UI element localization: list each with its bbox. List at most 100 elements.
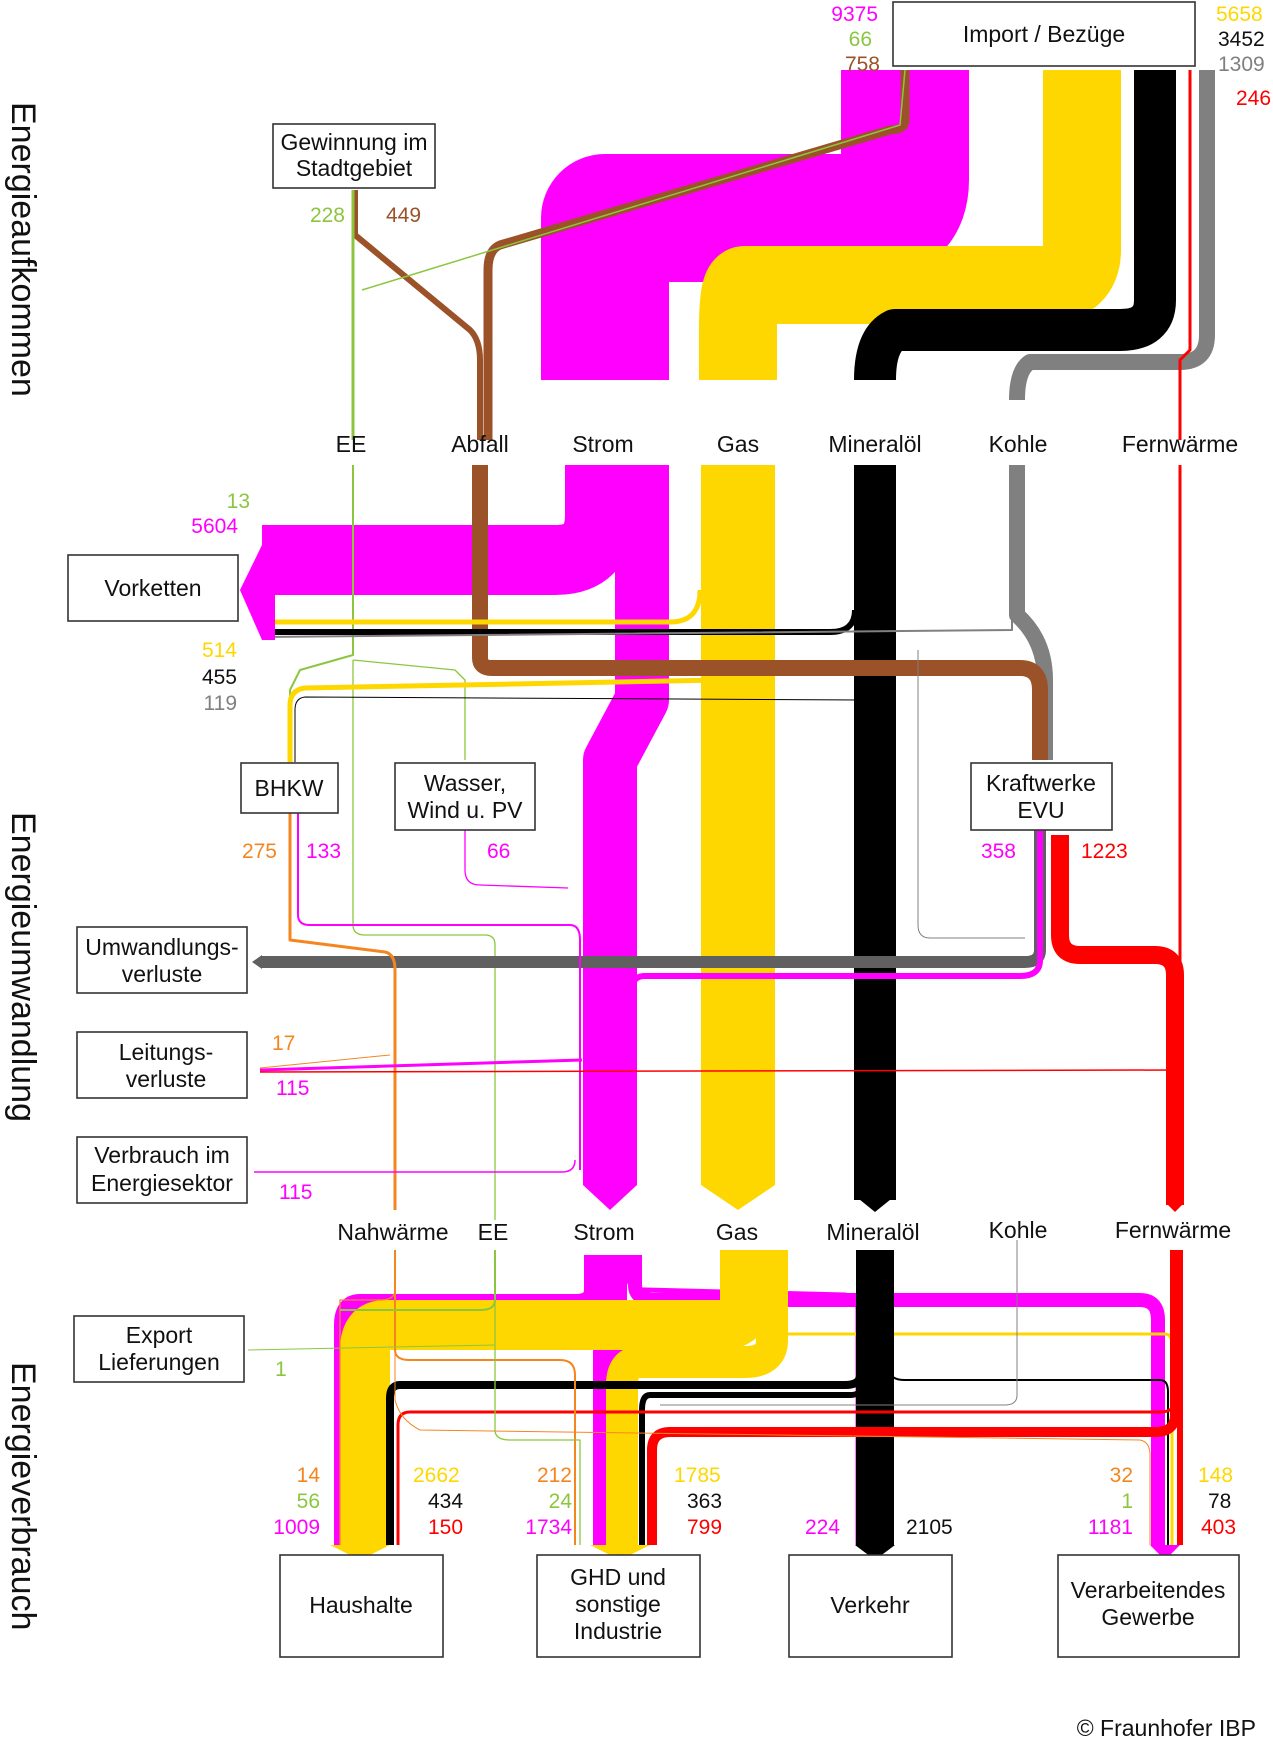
value-wasser-strom: 66 <box>487 840 510 863</box>
box-bhkw <box>240 762 339 814</box>
value-import-fern: 246 <box>1236 87 1271 110</box>
arrow-ghd <box>590 1545 650 1560</box>
value-gew-ee: 228 <box>310 204 345 227</box>
box-verbrauch-es <box>76 1136 248 1204</box>
flow-leitung-fern <box>259 1069 1173 1073</box>
value-ves-strom: 115 <box>279 1181 312 1204</box>
value-vork-gas: 514 <box>202 639 237 662</box>
node-ghd-label-3: Industrie <box>574 1618 662 1644</box>
node-wasser-label-1: Wasser, <box>424 770 506 796</box>
node-verarb-label-1: Verarbeitendes <box>1071 1577 1226 1603</box>
node-verarb-label-2: Gewerbe <box>1101 1604 1194 1630</box>
flow-kohle-verarb <box>660 1240 1018 1406</box>
node-vorketten-label: Vorketten <box>104 575 201 601</box>
value-hh-strom: 1009 <box>273 1516 320 1539</box>
box-leitung <box>76 1031 248 1099</box>
value-vk-strom: 224 <box>805 1516 840 1539</box>
value-vg-gas: 148 <box>1198 1464 1233 1487</box>
value-vork-strom: 5604 <box>191 515 238 538</box>
value-import-abfall: 758 <box>845 53 880 76</box>
value-vg-ee: 1 <box>1121 1490 1133 1513</box>
value-ghd-nah: 212 <box>537 1464 572 1487</box>
value-vk-oel: 2105 <box>906 1516 953 1539</box>
copyright-text: © Fraunhofer IBP <box>1077 1715 1256 1741</box>
flow-strom-down <box>583 465 669 1185</box>
value-vork-kohle: 119 <box>204 692 237 715</box>
carrier-top-kohle: Kohle <box>989 431 1048 457</box>
flow-nah-verarb <box>394 1250 1151 1545</box>
flow-abfall-down <box>472 465 1048 760</box>
flow-oel-bhkw <box>294 696 863 762</box>
box-umwandlung <box>76 926 248 994</box>
flow-fern-import <box>1178 70 1192 440</box>
flow-ee-wasser <box>352 659 466 760</box>
flow-ves-strom <box>254 1159 576 1173</box>
flow-strom-verarb <box>628 1255 1165 1545</box>
carrier-top-abfall: Abfall <box>451 431 509 457</box>
node-wasser-label-2: Wind u. PV <box>407 797 523 823</box>
node-leitung-label-1: Leitungs- <box>119 1039 214 1065</box>
node-kraftwerke-label-2: EVU <box>1017 797 1064 823</box>
node-gewinnung-label-1: Gewinnung im <box>280 129 427 155</box>
value-leit-nah: 17 <box>272 1032 295 1055</box>
section-label-aufkommen: Energieaufkommen <box>4 102 42 397</box>
carrier-bottom-nahwaerme: Nahwärme <box>337 1219 448 1245</box>
carrier-top-mineraloel: Mineralöl <box>828 431 921 457</box>
section-label-umwandlung: Energieumwandlung <box>4 812 42 1122</box>
box-verkehr <box>788 1554 953 1658</box>
arrow-fern-carrier <box>1166 1203 1184 1212</box>
carrier-top-strom: Strom <box>572 431 633 457</box>
node-gewinnung-label-2: Stadtgebiet <box>296 155 413 181</box>
carrier-bottom-fernwaerme: Fernwärme <box>1115 1217 1231 1243</box>
node-ghd-label-1: GHD und <box>570 1564 666 1590</box>
flow-ee-ghd <box>494 1250 581 1545</box>
value-hh-oel: 434 <box>428 1490 463 1513</box>
flow-gas-import <box>699 70 1121 380</box>
flow-kw-strom <box>629 810 1043 1170</box>
section-label-verbrauch: Energieverbrauch <box>4 1362 42 1630</box>
value-kw-strom: 358 <box>981 840 1016 863</box>
node-verkehr-label: Verkehr <box>830 1592 910 1618</box>
value-ghd-strom: 1734 <box>525 1516 572 1539</box>
node-haushalte-label: Haushalte <box>309 1592 413 1618</box>
value-vg-oel: 78 <box>1208 1490 1231 1513</box>
box-import <box>892 1 1196 67</box>
flow-abfall-gewinnung <box>352 190 483 440</box>
flow-gas-haushalte <box>340 1250 770 1545</box>
flow-bhkw-nahwaerme <box>288 810 397 1210</box>
value-export-ee: 1 <box>275 1358 287 1381</box>
value-vg-nah: 32 <box>1110 1464 1133 1487</box>
value-import-oel: 3452 <box>1218 28 1265 51</box>
carrier-top-ee: EE <box>336 431 367 457</box>
node-boxes <box>67 1 1240 1658</box>
node-leitung-label-2: verluste <box>126 1066 207 1092</box>
flow-ee-import <box>361 69 906 291</box>
node-export-label-2: Lieferungen <box>98 1349 220 1375</box>
flow-oel-verarb <box>889 1250 1169 1545</box>
carrier-bottom-mineraloel: Mineralöl <box>826 1219 919 1245</box>
flow-ee-down <box>289 465 354 760</box>
value-ghd-ee: 24 <box>549 1490 573 1513</box>
flow-strom-vorketten <box>262 465 635 595</box>
value-import-ee: 66 <box>849 28 872 51</box>
box-export <box>73 1315 245 1383</box>
arrow-umwandlung <box>252 955 262 969</box>
value-import-gas: 5658 <box>1216 3 1263 26</box>
value-hh-ee: 56 <box>297 1490 320 1513</box>
box-kraftwerke <box>970 762 1113 831</box>
box-vorketten <box>67 554 239 622</box>
value-ghd-oel: 363 <box>687 1490 722 1513</box>
value-hh-gas: 2662 <box>413 1464 460 1487</box>
box-wasser <box>394 762 536 831</box>
flow-ee-export <box>247 1344 496 1351</box>
arrowheads <box>240 545 1184 1560</box>
flow-nah-ghd <box>394 1250 576 1545</box>
node-ghd-label-2: sonstige <box>575 1591 661 1617</box>
node-ves-label-2: Energiesektor <box>91 1170 233 1196</box>
value-gew-abfall: 449 <box>386 204 421 227</box>
node-kraftwerke-label-1: Kraftwerke <box>986 770 1096 796</box>
flow-umwandlung-verluste <box>262 805 1046 968</box>
box-gewinnung <box>272 123 436 189</box>
carrier-bottom-ee: EE <box>478 1219 509 1245</box>
